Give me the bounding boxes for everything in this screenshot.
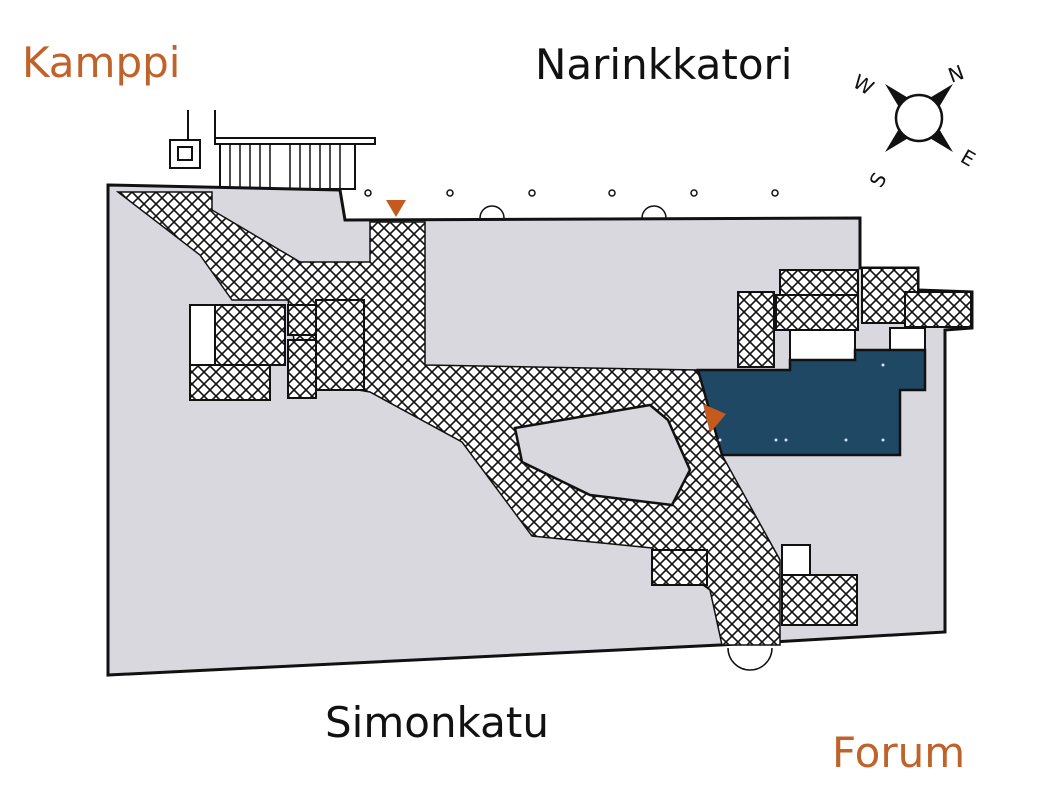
highlighted-store[interactable] xyxy=(696,348,927,457)
street-label-narinkkatori: Narinkkatori xyxy=(535,40,793,89)
compass-e: E xyxy=(957,144,980,171)
stair-structure xyxy=(169,110,376,190)
street-label-simonkatu: Simonkatu xyxy=(325,698,549,747)
compass-w: W xyxy=(849,69,878,100)
shop-blocks-left xyxy=(189,299,365,401)
highlight-dots xyxy=(718,363,885,442)
entrance-marker-icon xyxy=(386,200,406,217)
compass-icon xyxy=(885,84,953,152)
compass-s: S xyxy=(864,168,891,191)
door-icons xyxy=(364,189,779,671)
compass-n: N xyxy=(945,60,967,88)
area-label-kamppi: Kamppi xyxy=(22,38,181,87)
courtyard xyxy=(513,403,692,507)
area-label-forum: Forum xyxy=(832,728,966,777)
shop-blocks-right xyxy=(651,267,972,626)
you-are-here-marker-icon xyxy=(703,404,726,433)
